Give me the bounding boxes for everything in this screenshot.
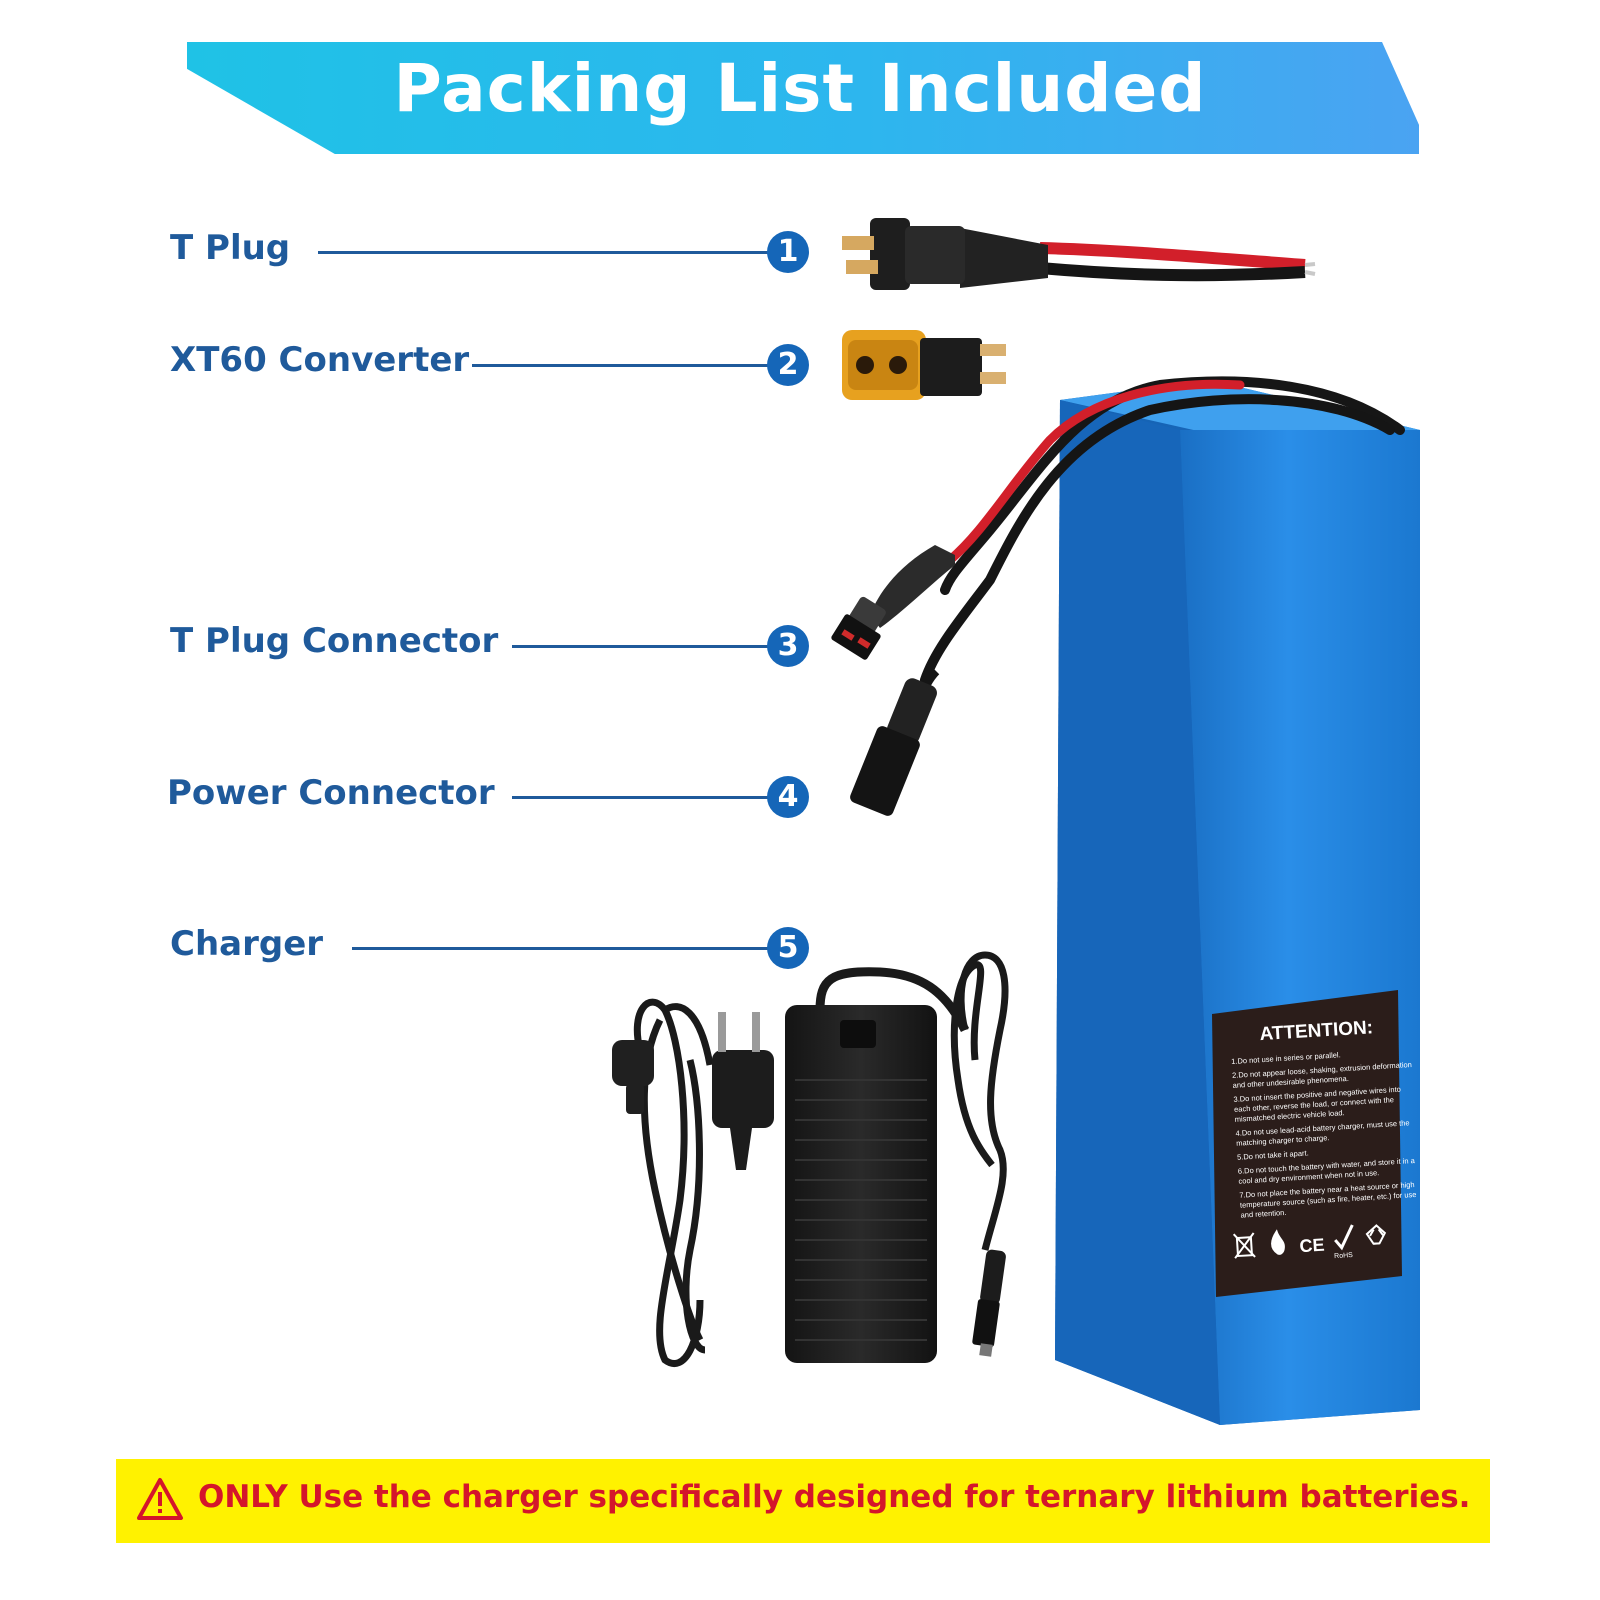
leader-line-2 — [472, 364, 772, 367]
item-label-t-plug-connector: T Plug Connector — [170, 621, 499, 661]
item-number-3: 3 — [767, 625, 809, 667]
charger-brick — [785, 1005, 937, 1363]
charger — [612, 951, 1009, 1367]
battery-pack: ATTENTION: 1.Do not use in series or par… — [1055, 380, 1420, 1425]
flame-icon — [1271, 1229, 1285, 1255]
item-label-t-plug: T Plug — [170, 228, 291, 268]
leader-line-5 — [352, 947, 772, 950]
item-number-5: 5 — [767, 927, 809, 969]
attention-rule: and retention. — [1240, 1208, 1286, 1220]
dc-barrel-plug — [972, 1249, 1006, 1357]
item-number-4: 4 — [767, 776, 809, 818]
leader-line-4 — [512, 796, 772, 799]
rohs-check-icon: RoHS — [1334, 1224, 1354, 1260]
item-number-2: 2 — [767, 344, 809, 386]
leader-line-3 — [512, 645, 772, 648]
item-number-1: 1 — [767, 231, 809, 273]
leader-line-1 — [318, 251, 772, 254]
rohs-mark: RoHS — [1334, 1252, 1353, 1260]
charger-led-window — [840, 1020, 876, 1048]
page-title: Packing List Included — [393, 50, 1207, 127]
item-label-power-connector: Power Connector — [167, 773, 495, 813]
power-connector — [850, 665, 940, 816]
warning-text: ONLY Use the charger specifically design… — [198, 1479, 1471, 1515]
item-label-charger: Charger — [170, 924, 324, 964]
warning-triangle-icon — [137, 1478, 183, 1520]
item-label-xt60-converter: XT60 Converter — [170, 340, 470, 380]
recycle-icon — [1365, 1224, 1387, 1245]
dc-cord — [950, 951, 1009, 1251]
title-banner — [187, 42, 1419, 154]
wall-plug — [712, 1012, 774, 1170]
ce-mark: CE — [1299, 1235, 1325, 1256]
attention-rule: 5.Do not take it apart. — [1237, 1148, 1309, 1161]
figure-8-connector — [612, 1040, 654, 1114]
t-plug-connector — [831, 545, 955, 660]
charger-grooves — [795, 1079, 927, 1341]
no-bin-icon — [1232, 1232, 1256, 1259]
attention-label: ATTENTION: 1.Do not use in series or par… — [1212, 990, 1417, 1297]
battery-leads — [920, 376, 1405, 685]
t-plug-cable — [842, 218, 1316, 290]
xt60-converter — [842, 330, 1006, 400]
warning-banner: ONLY Use the charger specifically design… — [116, 1459, 1490, 1543]
